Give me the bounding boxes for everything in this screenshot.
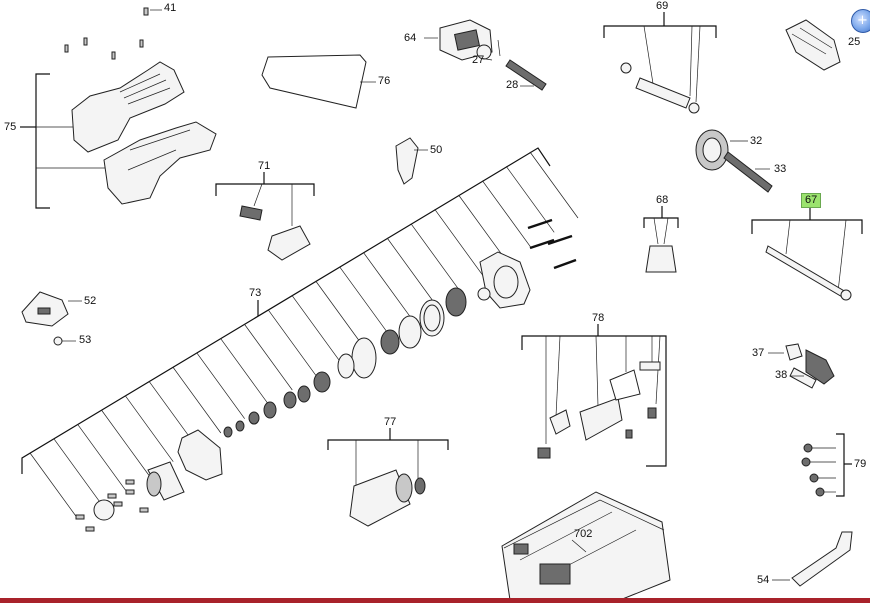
callout-38: 38 (775, 369, 788, 381)
callout-77: 77 (384, 416, 397, 428)
part-76-label-plate (261, 54, 376, 109)
leader-line (529, 151, 579, 219)
part-50-belt-clip (395, 137, 428, 185)
callout-76: 76 (378, 75, 391, 87)
part-54-wrench (772, 531, 853, 587)
leader-line (77, 424, 126, 491)
callout-79: 79 (854, 458, 867, 470)
leader-line (244, 323, 293, 391)
callout-64: 64 (404, 32, 417, 44)
callout-27: 27 (472, 54, 485, 66)
callout-75: 75 (4, 121, 17, 133)
part-702-case (501, 491, 671, 601)
leader-line (291, 295, 341, 362)
callout-73: 73 (249, 287, 262, 299)
leader-line (29, 452, 79, 520)
callout-69: 69 (656, 0, 669, 12)
leader-line (172, 366, 222, 434)
callout-41: 41 (164, 2, 177, 14)
callout-68: 68 (656, 194, 669, 206)
callout-78: 78 (592, 312, 605, 324)
callout-28: 28 (506, 79, 519, 91)
part-77-motor (327, 428, 449, 527)
callout-33: 33 (774, 163, 787, 175)
part-71-group (215, 172, 315, 261)
callout-37: 37 (752, 347, 765, 359)
part-69-group (603, 12, 717, 114)
part-41-screws (64, 7, 162, 60)
callout-71: 71 (258, 160, 271, 172)
callout-50: 50 (430, 144, 443, 156)
part-75-housing (20, 61, 217, 209)
part-67-guide-rod (751, 208, 863, 301)
callout-52: 52 (84, 295, 97, 307)
leader-line (220, 338, 269, 405)
leader-line (124, 395, 174, 462)
part-25-cover (785, 19, 841, 71)
bottom-bar (0, 598, 870, 603)
callout-53: 53 (79, 334, 92, 346)
part-32-33-bit-holder (695, 129, 773, 193)
part-73-gear-assembly (21, 147, 579, 532)
part-78-electronics (521, 324, 667, 467)
part-64-27-28 (424, 19, 547, 91)
callout-32: 32 (750, 135, 763, 147)
leader-line (386, 237, 436, 305)
leader-line (101, 409, 150, 477)
part-68-group (643, 206, 679, 273)
leader-line (410, 223, 460, 290)
leader-line (363, 252, 412, 319)
callout-702: 702 (574, 528, 593, 540)
part-52-53-plate (21, 291, 82, 346)
callout-54: 54 (757, 574, 770, 586)
leader-line (267, 309, 317, 376)
part-79-screws (801, 433, 852, 497)
part-37-38-chuck (768, 343, 835, 389)
callout-67: 67 (801, 193, 822, 208)
leader-line (458, 194, 507, 262)
add-circle-icon[interactable]: + (851, 9, 870, 33)
leader-line (339, 266, 388, 333)
leader-line (434, 209, 484, 276)
callout-25: 25 (848, 36, 861, 48)
leader-line (196, 352, 245, 419)
leader-line (482, 180, 531, 247)
leader-line (315, 280, 364, 348)
leader-line (53, 438, 103, 505)
